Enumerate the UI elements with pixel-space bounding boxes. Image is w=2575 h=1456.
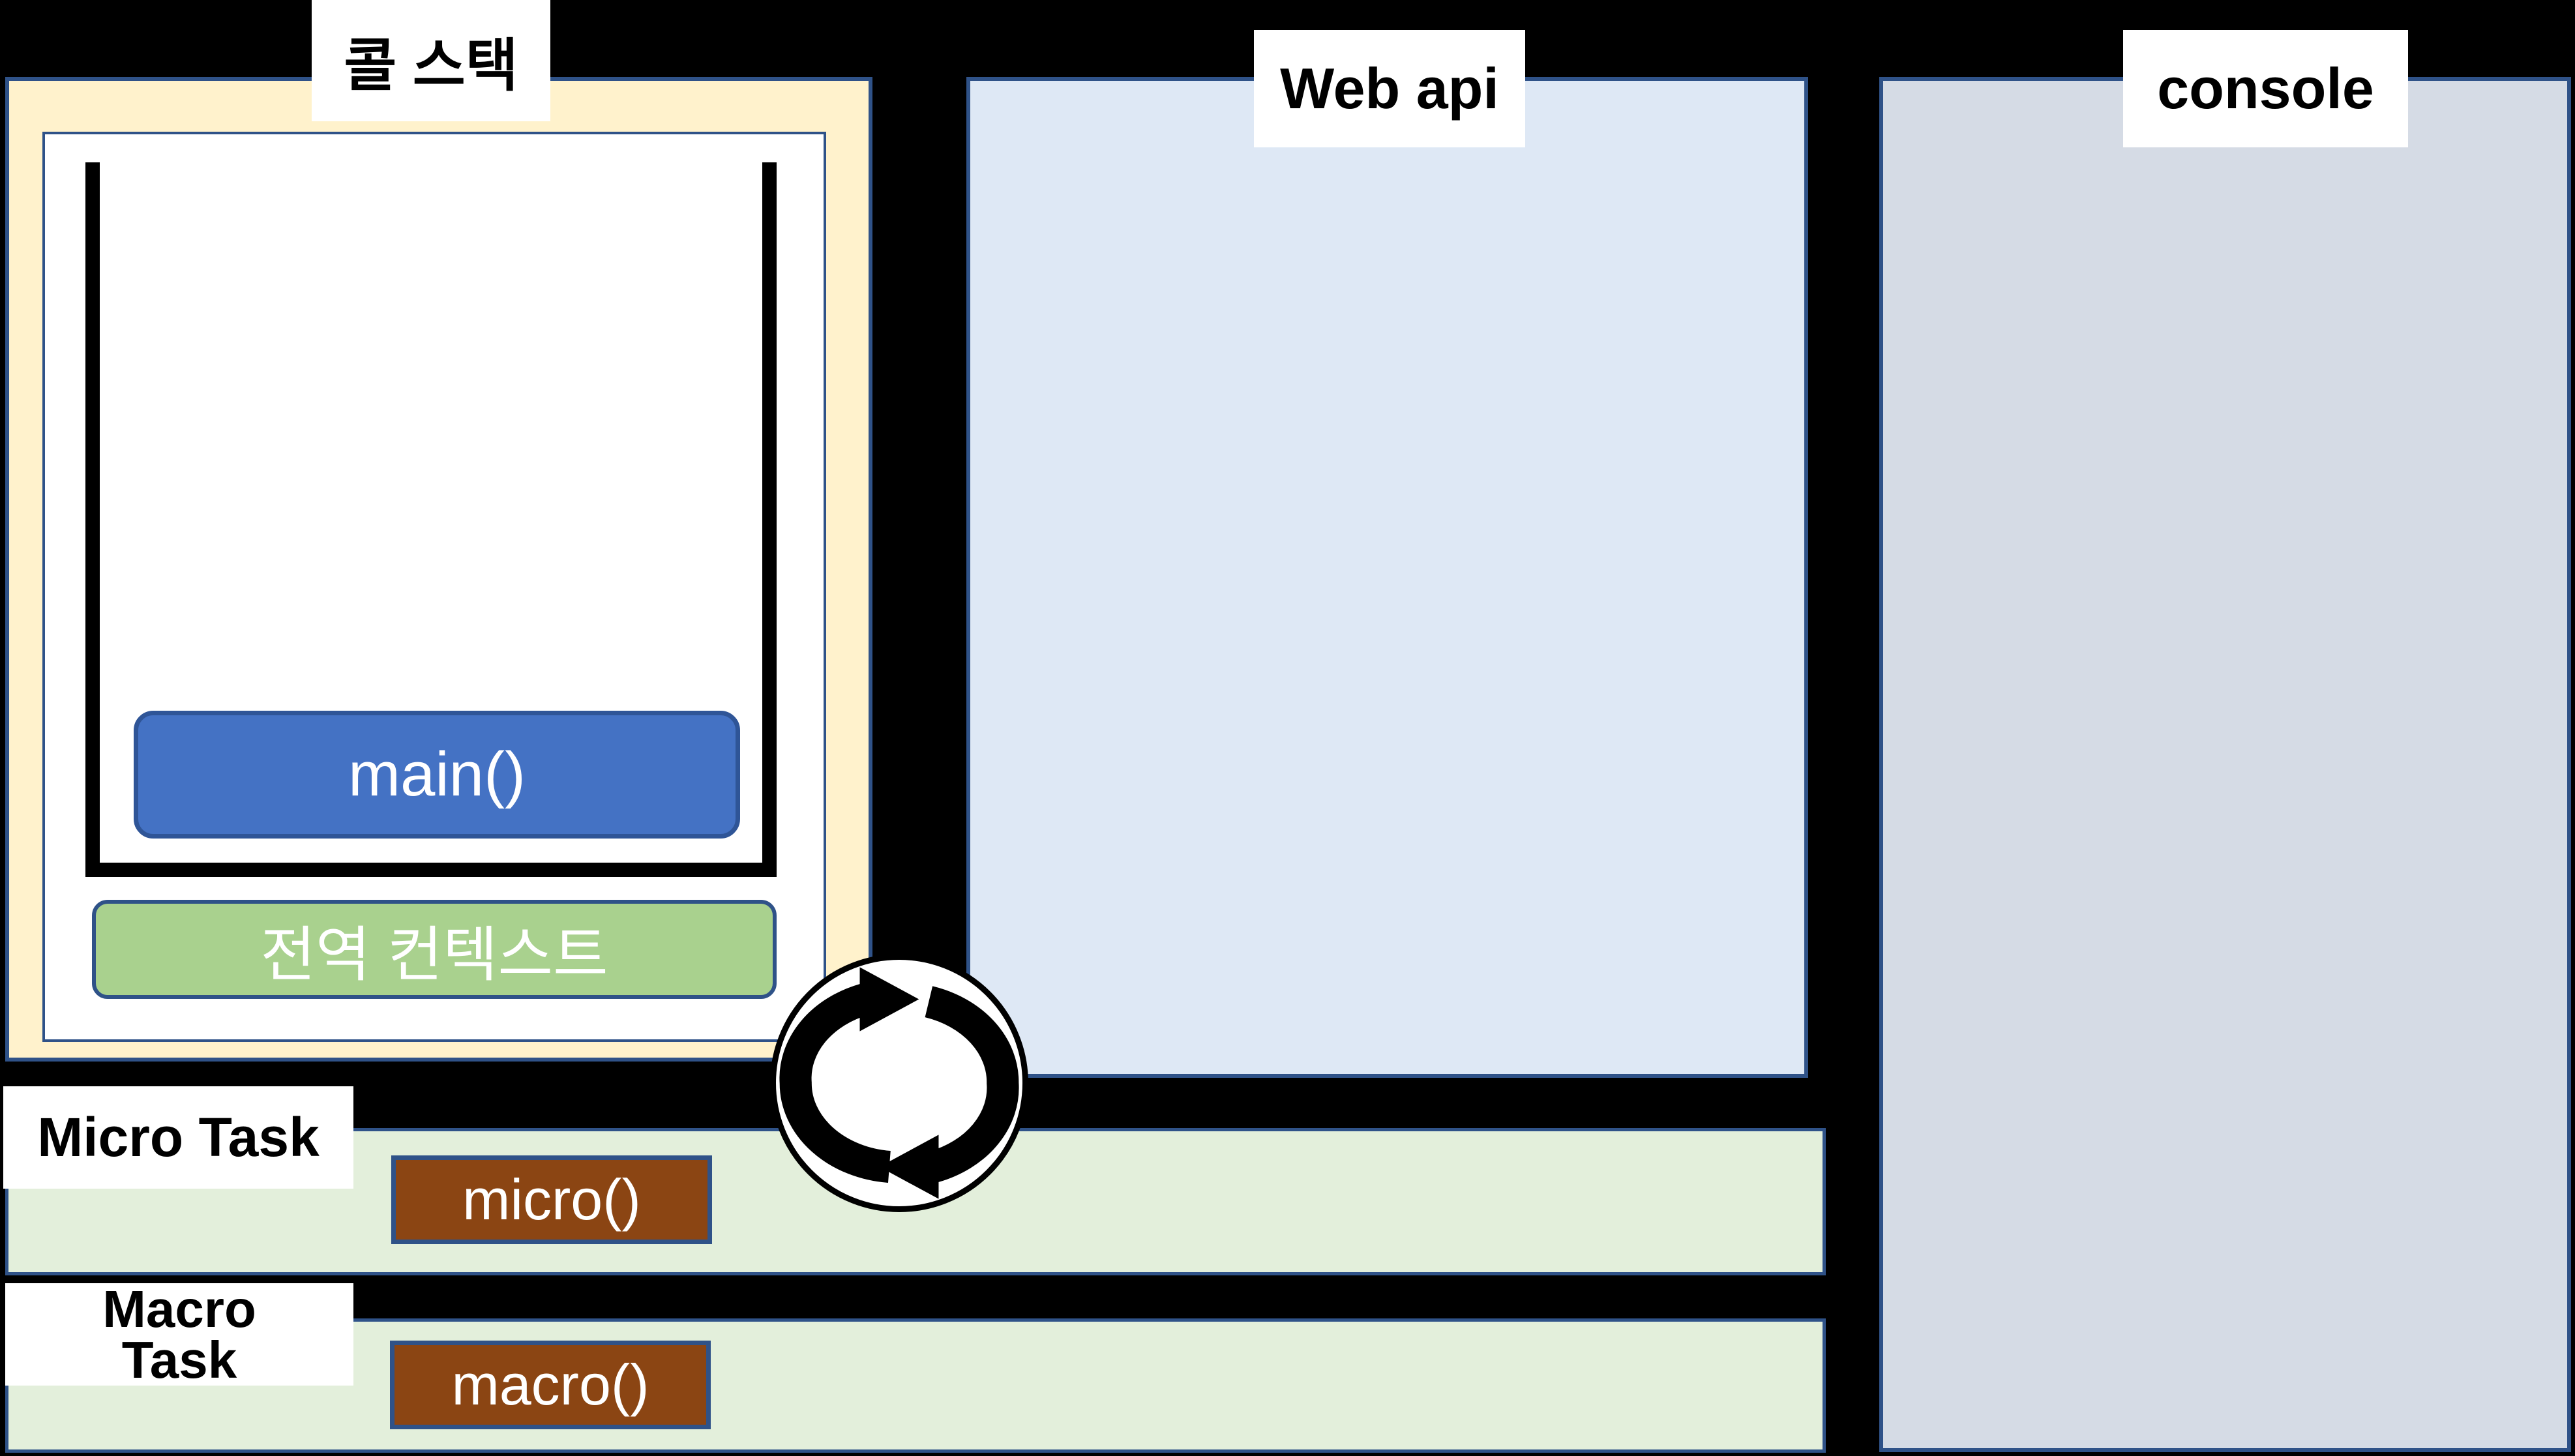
global-context-frame: 전역 컨텍스트 xyxy=(92,900,777,999)
call-stack-inner-box xyxy=(42,132,826,1042)
event-loop-badge xyxy=(770,954,1028,1212)
call-stack-title: 콜 스택 xyxy=(312,0,550,121)
web-api-panel xyxy=(966,77,1808,1078)
micro-task-item: micro() xyxy=(391,1155,712,1244)
main-frame: main() xyxy=(134,711,740,839)
stack-outline xyxy=(85,162,777,877)
macro-task-title-line2: Task xyxy=(121,1330,237,1389)
macro-task-title-line1: Macro xyxy=(102,1279,256,1338)
web-api-title: Web api xyxy=(1254,30,1525,147)
console-panel xyxy=(1879,77,2571,1452)
macro-task-title: Macro Task xyxy=(5,1283,353,1386)
macro-task-item: macro() xyxy=(390,1341,711,1429)
cycle-arrows-icon xyxy=(779,967,1019,1199)
console-title: console xyxy=(2123,30,2408,147)
micro-task-title: Micro Task xyxy=(3,1086,353,1189)
